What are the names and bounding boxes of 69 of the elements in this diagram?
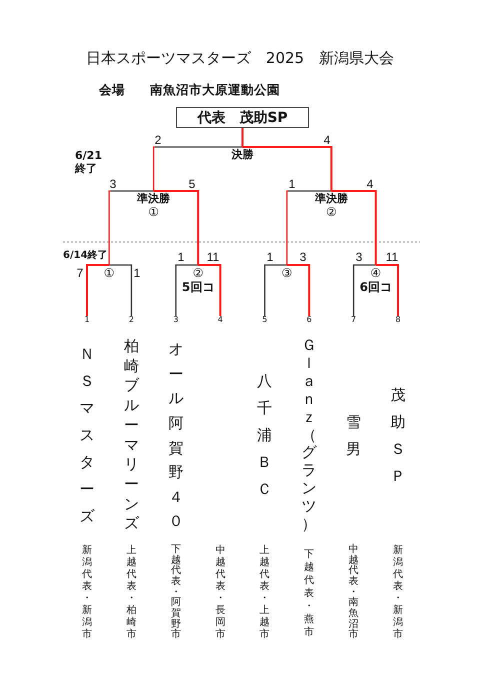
bracket-line [376,264,399,316]
score-label: 1 [178,251,184,263]
bracket-line [242,146,332,191]
score-label: 1 [134,267,140,279]
venue-name: 南魚沼市大原運動公園 [150,83,280,98]
match-number: ③ [282,265,292,281]
team-region: 下越代表・燕市 [304,548,314,640]
team-region: 上越代表・上越市 [260,545,270,641]
team-name: Ｇｌａｎｚ（グランツ） [302,337,317,534]
match-note: 6回コ [360,280,392,295]
bracket-line [286,190,332,265]
seed-number: 4 [218,316,223,324]
bracket-line [109,264,132,316]
seed-number: 7 [351,316,356,324]
score-label: 1 [288,178,296,190]
score-label: 4 [324,134,330,146]
seed-number: 6 [306,316,312,324]
score-label: 3 [300,251,306,263]
team-region: 新潟代表・新潟市 [82,545,92,641]
venue-label: 会場 [99,83,125,98]
bracket-line [175,264,198,316]
match-number: ② [326,206,337,220]
bracket-line [242,127,244,147]
bracket-line [198,264,222,316]
seed-number: 8 [395,316,401,324]
score-label: 5 [188,178,196,190]
seed-number: 3 [173,316,178,324]
team-region: 中越代表・長岡市 [215,545,226,641]
score-label: 2 [154,134,162,146]
round-label: 準決勝 [314,193,348,206]
team-region: 下越代表・阿賀野市 [170,545,181,641]
seed-number: 5 [262,316,268,324]
match-date-note: 6/14終了 [63,250,108,262]
score-label: 11 [206,251,220,263]
team-name: オール阿賀野４０ [168,339,184,532]
team-name: 柏崎ブルーマリーンズ [124,337,139,534]
bracket-line [264,264,287,316]
match-number: ② [192,267,204,281]
match-number: ④ [370,267,382,281]
bracket-line [154,190,200,265]
bracket-line [352,264,376,316]
score-label: 11 [386,251,398,263]
score-label: 4 [366,178,374,190]
match-date-note: 6/21終了 [75,150,102,176]
bracket-line [286,264,310,316]
bracket-line [86,264,110,316]
seed-number: 1 [84,316,90,324]
score-label: 7 [76,267,84,279]
match-number: ① [148,206,159,220]
round-label: 決勝 [232,147,254,162]
match-note: 5回コ [182,280,214,295]
bracket-line [108,190,154,265]
champion-box: 代表 茂助SP [176,107,309,128]
bracket-line [331,190,377,265]
score-label: 3 [356,251,362,263]
team-name: 茂助ＳＰ [390,384,406,486]
bracket-line [152,146,242,191]
team-name: 雪男 [346,412,362,460]
score-label: 1 [266,251,274,263]
score-label: 3 [110,178,116,190]
title: 日本スポーツマスターズ 2025 新潟県大会 [86,49,394,67]
team-region: 上越代表・柏崎市 [126,545,136,641]
round-label: 準決勝 [137,193,170,206]
seed-number: 2 [128,316,134,324]
team-region: 新潟代表・新潟市 [393,545,403,641]
match-number: ① [104,265,115,281]
team-name: 八千浦ＢＣ [257,371,272,500]
team-name: ＮＳマスターズ [80,344,94,527]
team-region: 中越代表・南魚沼市 [348,545,359,641]
